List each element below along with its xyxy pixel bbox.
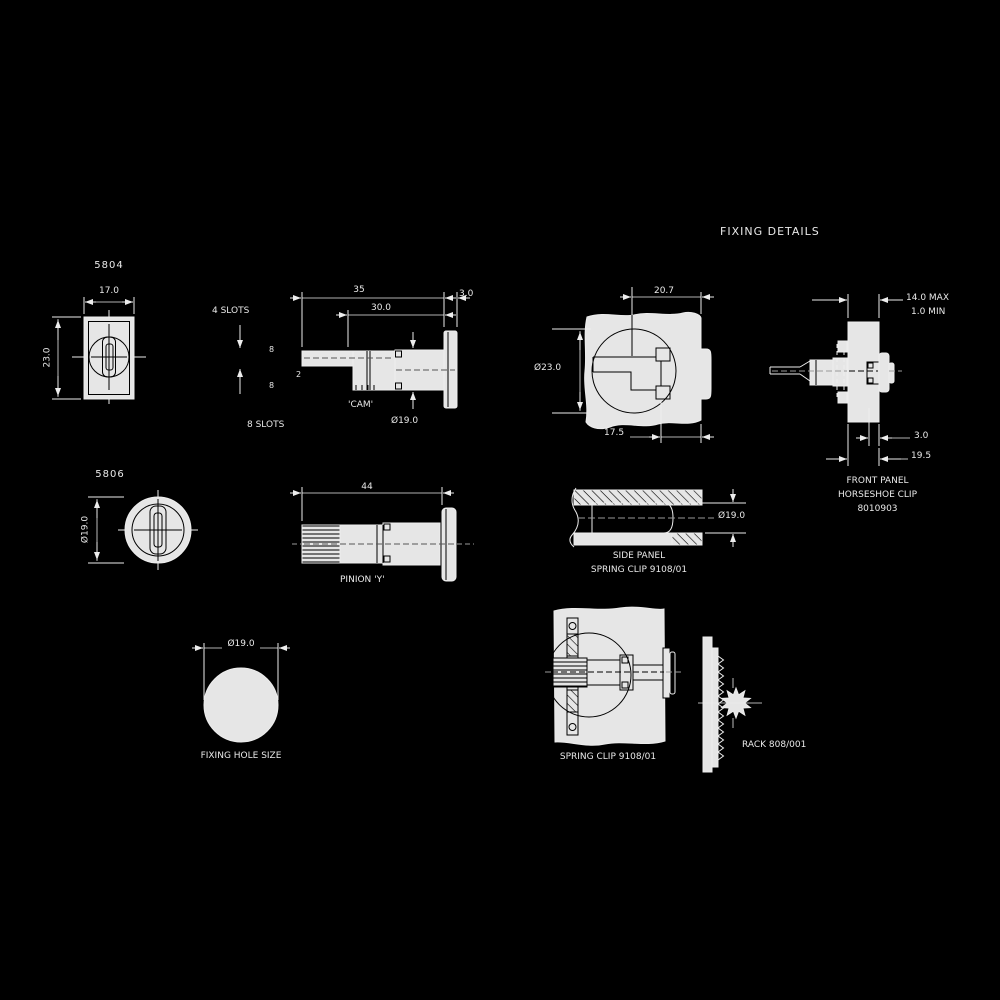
dim-cutout-top: 20.7 [653,286,675,296]
label-front-panel: FRONT PANEL [846,476,909,486]
view-face-5806 [88,490,198,570]
dim-side-a: 8 [269,345,275,354]
view-face-5804 [52,297,146,404]
dim-side-length: 35 [353,285,365,295]
dim-side-c: 8 [269,381,275,390]
dim-horseshoe-a: 3.0 [914,431,929,441]
dim-side-b: 2 [296,370,302,379]
label-fixing-hole: FIXING HOLE SIZE [200,751,282,761]
view-spring-clip-fixing [545,606,684,746]
dim-5806-diameter: Ø19.0 [80,515,91,544]
dim-fixing-hole-diameter: Ø19.0 [227,639,255,649]
dim-section-diameter: Ø19.0 [717,511,747,522]
part-number-5804: 5804 [94,260,124,271]
view-side-cam [237,292,470,409]
drawing-title: FIXING DETAILS [720,225,820,238]
label-spring-clip-section: SPRING CLIP 9108/01 [590,565,688,575]
part-number-5806: 5806 [95,469,125,480]
panel-outline [584,311,712,430]
view-horseshoe-clip [769,294,910,466]
view-fixing-hole [192,643,290,743]
label-pinion: PINION 'Y' [340,575,385,585]
label-side-panel: SIDE PANEL [612,551,666,561]
view-side-panel-section [569,487,746,548]
view-panel-cutout [552,287,714,443]
label-spring-clip-fixing: SPRING CLIP 9108/01 [559,752,657,762]
dim-cutout-bottom: 17.5 [604,428,625,438]
label-cam: 'CAM' [348,400,374,410]
dim-panel-max: 14.0 MAX [906,293,949,303]
note-slots-top: 4 SLOTS [212,306,250,316]
dim-panel-min: 1.0 MIN [911,307,946,317]
dim-horseshoe-b: 19.5 [911,451,932,461]
dim-side-body: 30.0 [370,303,392,313]
dim-5804-height: 23.0 [42,347,53,368]
dim-side-flange: 3.0 [459,289,474,299]
note-slots-bottom: 8 SLOTS [247,420,285,430]
dim-5804-width: 17.0 [98,286,120,296]
view-rack-pinion [698,636,762,773]
label-rack: RACK 808/001 [742,740,807,750]
dim-pinion-length: 44 [361,482,373,492]
label-horseshoe-clip: HORSESHOE CLIP [838,490,917,500]
dim-side-diameter: Ø19.0 [391,416,419,426]
dim-cutout-diameter: Ø23.0 [534,363,562,373]
view-pinion [290,487,474,582]
label-horseshoe-part-number: 8010903 [857,504,898,514]
